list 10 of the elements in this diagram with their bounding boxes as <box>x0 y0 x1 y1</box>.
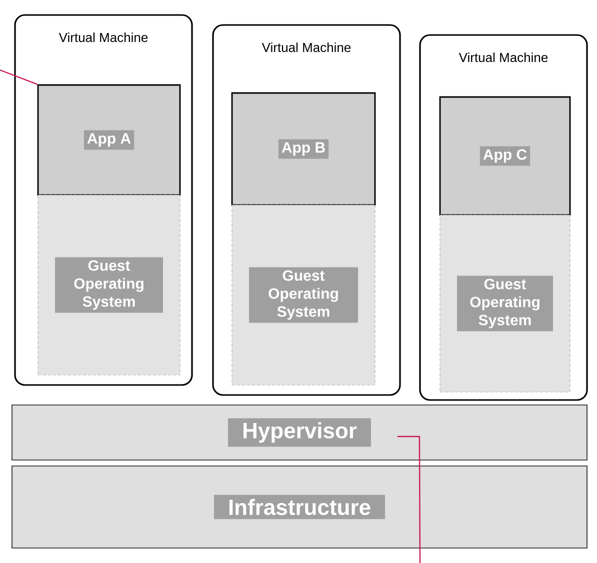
leader-line <box>0 69 38 85</box>
app-box: App A <box>37 84 181 196</box>
leader-line <box>397 436 421 563</box>
os-box: Guest Operating System <box>38 194 180 376</box>
os-box: Guest Operating System <box>440 214 570 392</box>
app-box: App B <box>231 92 376 206</box>
layer-band: Infrastructure <box>11 465 588 549</box>
os-box: Guest Operating System <box>232 204 376 386</box>
layer-band: Hypervisor <box>11 404 588 461</box>
app-box: App C <box>439 96 571 216</box>
